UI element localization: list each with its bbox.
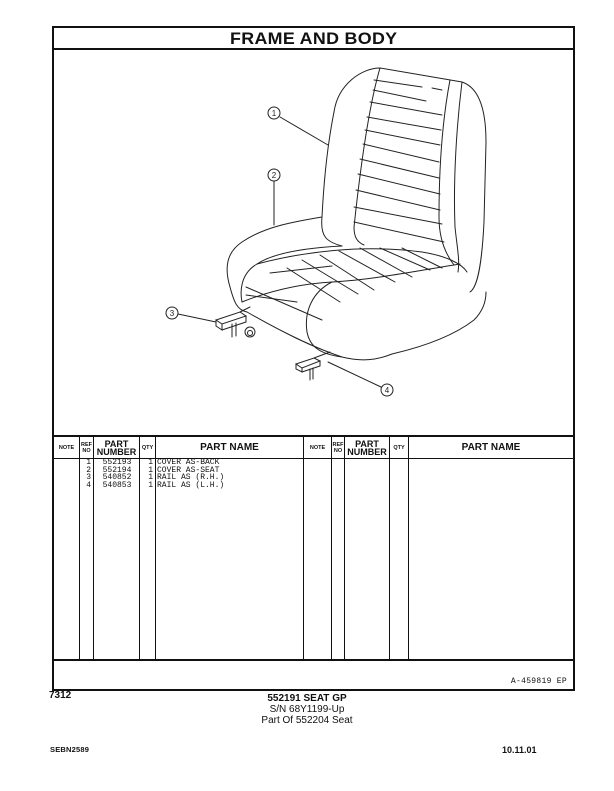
column-divider [389, 437, 390, 659]
footer-box: A-459819 EP [54, 659, 573, 689]
row-part-name: COVER AS-SEAT [157, 465, 220, 475]
header-part-name-right: PART NAME [461, 442, 521, 453]
header-part-number-top-right: PART [355, 438, 379, 449]
header-part-number: PART NUMBER [94, 437, 139, 458]
row-qty: 1 [148, 480, 153, 490]
header-qty-right: QTY [393, 444, 405, 451]
header-ref-bottom-right: NO [333, 447, 343, 454]
column-divider [93, 437, 94, 659]
document-date: 10.11.01 [502, 745, 537, 755]
header-ref-top-right: REF [332, 441, 344, 448]
parts-page-frame: FRAME AND BODY [52, 26, 575, 691]
title-bar: FRAME AND BODY [54, 28, 573, 50]
row-part-number: 540853 [102, 480, 132, 490]
column-divider [344, 437, 345, 659]
column-divider [331, 437, 332, 659]
row-ref: 4 [86, 480, 91, 490]
row-ref: 2 [86, 465, 91, 475]
table-header-row [54, 437, 573, 459]
header-part-number-top: PART [104, 438, 129, 449]
row-part-name: COVER AS-BACK [157, 458, 220, 467]
header-part-number-bottom: NUMBER [96, 446, 137, 457]
header-note: NOTE [58, 444, 75, 451]
header-part-name: PART NAME [200, 442, 259, 453]
page-code: 7312 [49, 690, 72, 701]
header-part-number-right: PART NUMBER [345, 437, 389, 458]
header-ref-top: REF [81, 441, 92, 448]
header-ref-bottom: NO [82, 447, 91, 454]
header-ref-no: REF NO [80, 437, 93, 458]
column-divider [155, 437, 156, 659]
header-note-right: NOTE [309, 444, 326, 451]
svg-text:4: 4 [385, 386, 390, 395]
row-qty: 1 [148, 473, 153, 482]
document-id: SEBN2589 [50, 745, 90, 754]
column-divider [408, 437, 409, 659]
drawing-number: A-459819 EP [510, 677, 567, 686]
page-title: FRAME AND BODY [229, 29, 398, 48]
row-ref: 1 [86, 458, 91, 467]
row-part-name: RAIL AS (L.H.) [157, 480, 225, 490]
row-part-number: 552193 [102, 458, 132, 467]
row-qty: 1 [148, 458, 153, 467]
header-part-number-bottom-right: NUMBER [347, 446, 387, 457]
header-qty: QTY [141, 444, 154, 451]
seat-drawing-icon: 1 2 3 4 [165, 67, 487, 397]
row-qty: 1 [148, 465, 153, 475]
seat-illustration: 1 2 3 4 [54, 50, 573, 454]
caption-group-name: 552191 SEAT GP [267, 693, 347, 704]
row-part-name: RAIL AS (R.H.) [157, 473, 225, 482]
row-part-number: 540852 [102, 473, 132, 482]
svg-text:1: 1 [272, 109, 277, 118]
row-part-number: 552194 [102, 465, 132, 475]
caption-part-of: Part Of 552204 Seat [261, 715, 353, 726]
column-divider [79, 437, 80, 659]
row-ref: 3 [86, 473, 91, 482]
column-divider [139, 437, 140, 659]
caption-serial-range: S/N 68Y1199-Up [269, 704, 345, 715]
header-ref-no-right: REF NO [332, 437, 344, 458]
svg-text:3: 3 [170, 309, 175, 318]
parts-table: NOTE REF NO PART NUMBER QTY PART NAME NO… [54, 435, 573, 661]
column-divider [303, 437, 304, 659]
svg-text:2: 2 [272, 171, 277, 180]
